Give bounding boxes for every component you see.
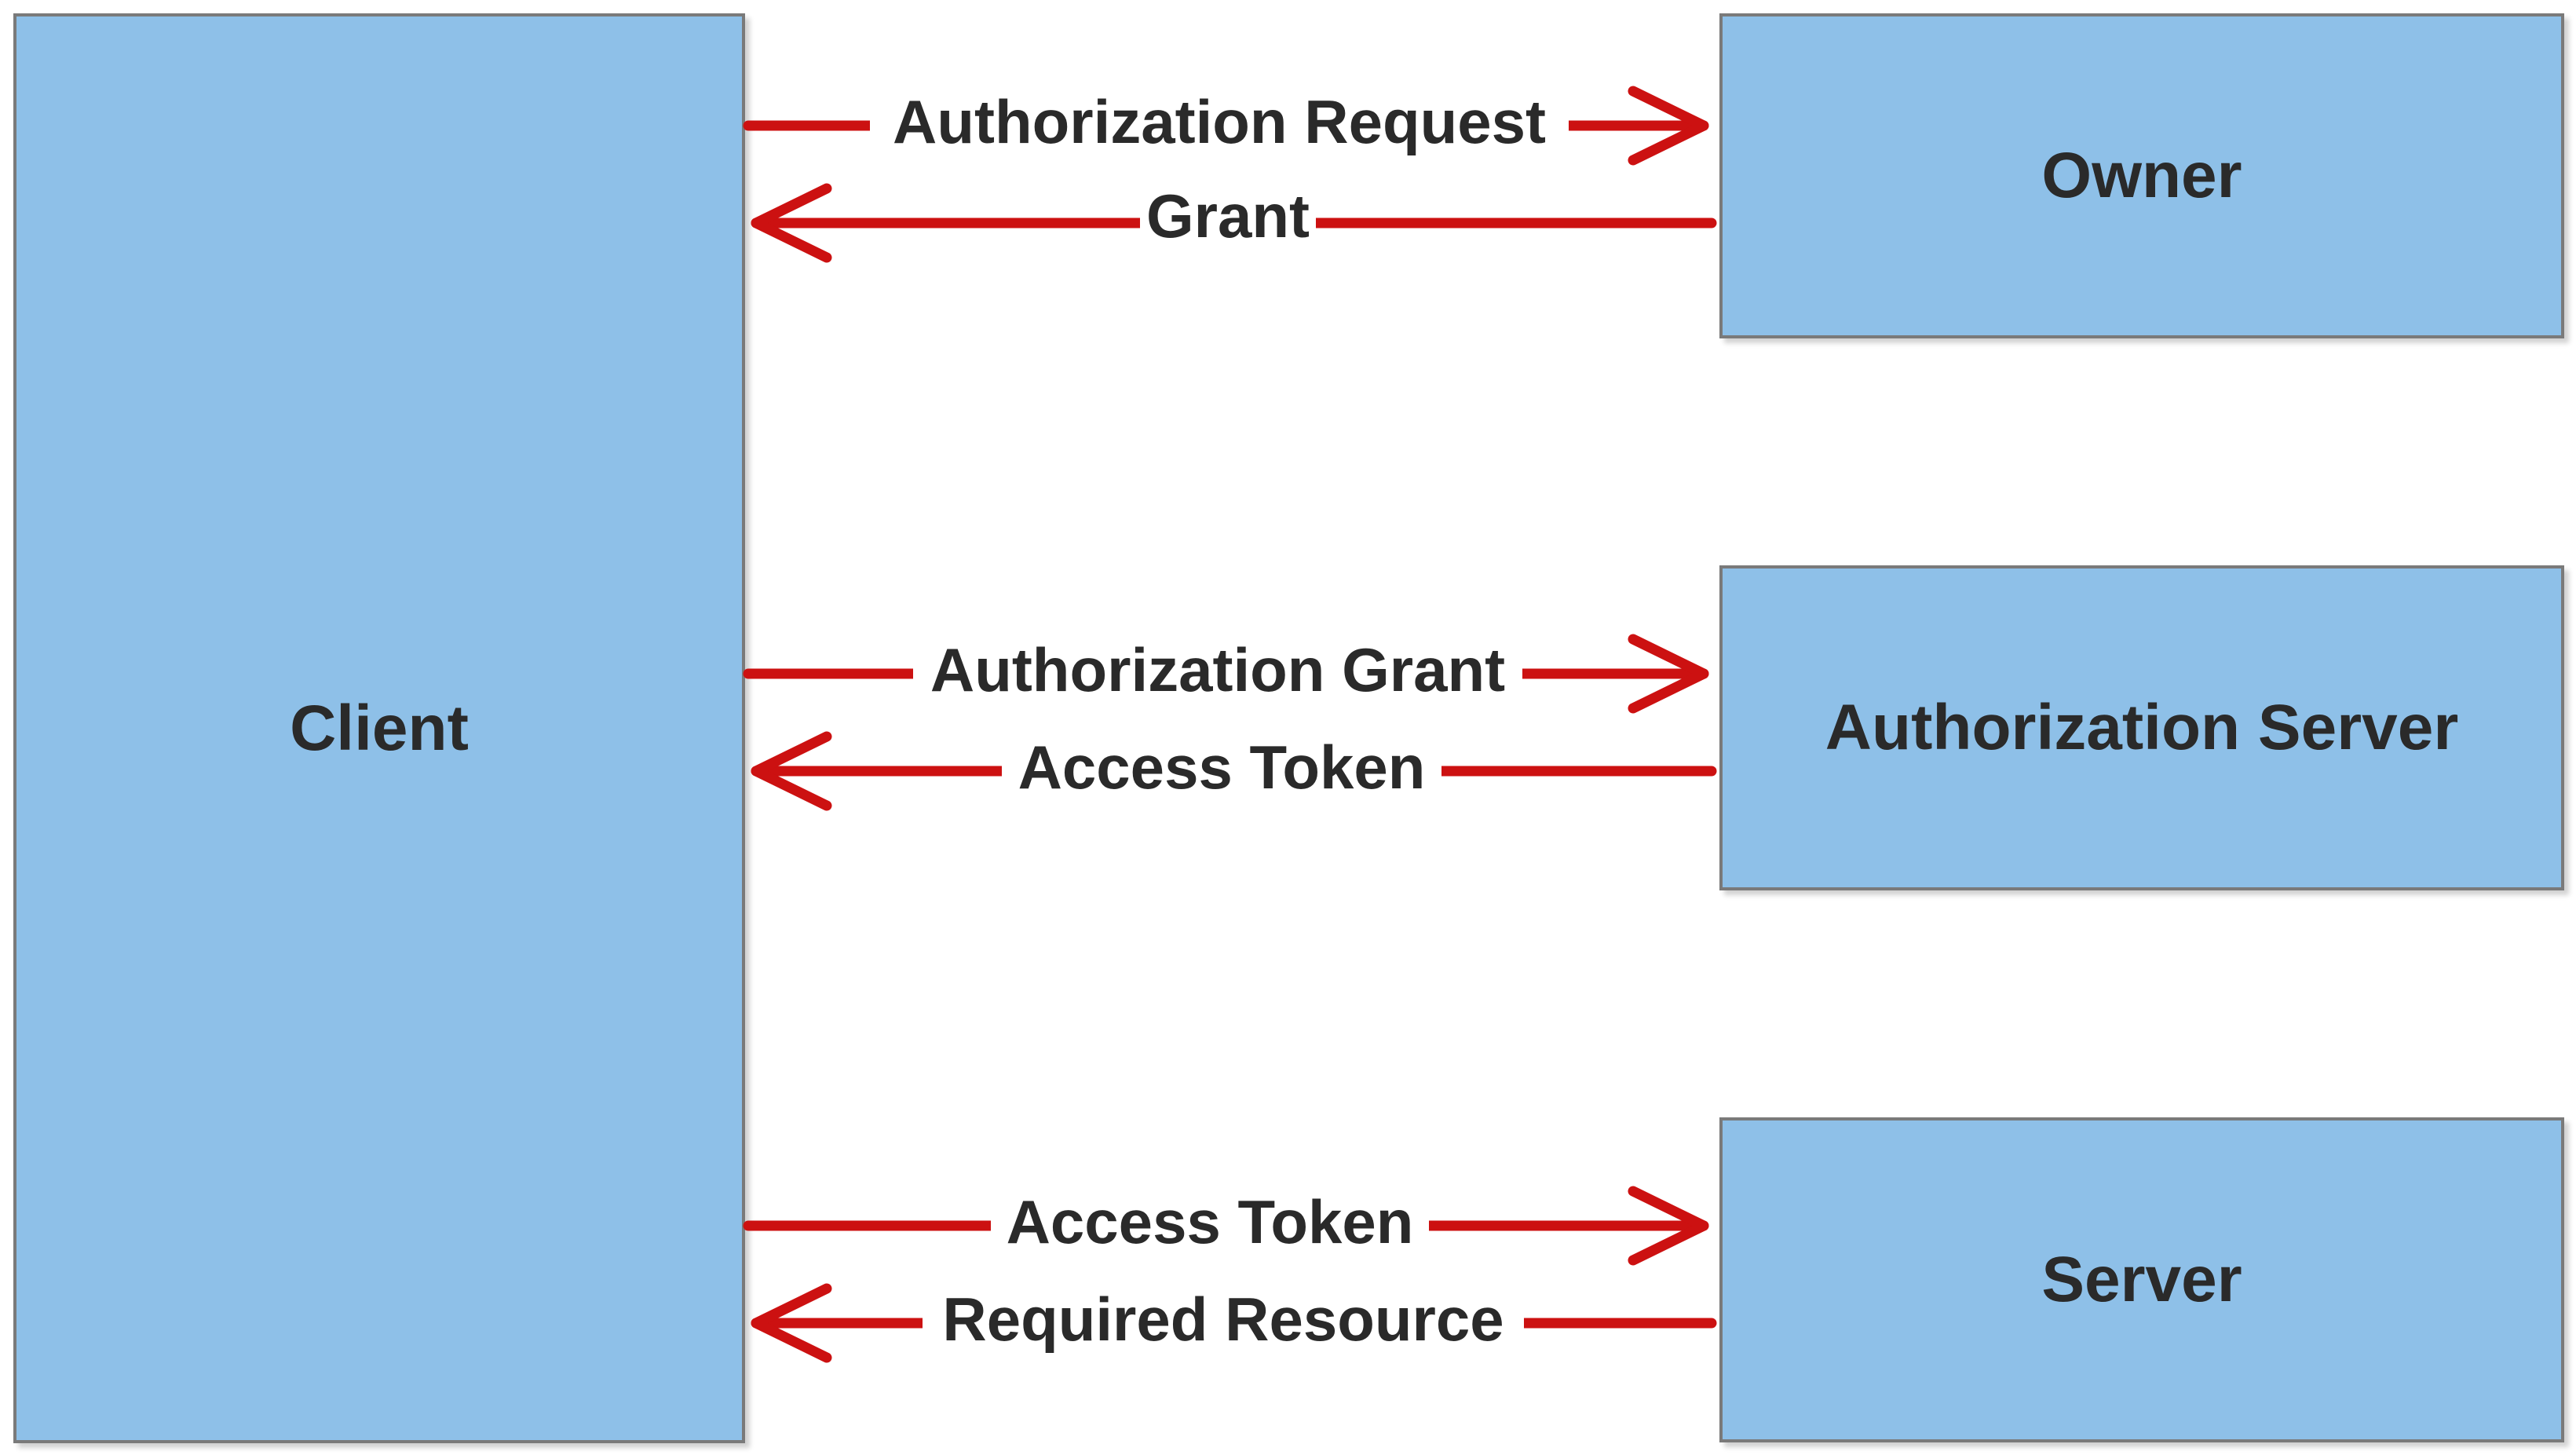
arrow-label-authorization-grant: Authorization Grant [930, 635, 1505, 704]
arrow-authorization-grant: Authorization Grant [743, 634, 1709, 714]
arrow-required-resource: Required Resource [751, 1283, 1717, 1363]
server-node: Server [1719, 1117, 2564, 1442]
arrow-label-required-resource: Required Resource [942, 1285, 1504, 1354]
authorization-server-label: Authorization Server [1825, 692, 2459, 763]
owner-node: Owner [1719, 13, 2564, 338]
arrow-access-token-request: Access Token [743, 1186, 1709, 1266]
arrow-label-authorization-request: Authorization Request [893, 87, 1546, 156]
authorization-server-node: Authorization Server [1719, 565, 2564, 890]
client-label: Client [290, 692, 469, 764]
arrow-grant: Grant [751, 181, 1717, 263]
arrow-access-token-return: Access Token [751, 731, 1717, 811]
arrow-label-access-token-return: Access Token [1018, 733, 1426, 802]
client-node: Client [13, 13, 745, 1443]
arrow-label-access-token-request: Access Token [1007, 1187, 1414, 1256]
server-label: Server [2041, 1244, 2242, 1315]
arrow-label-grant: Grant [1146, 181, 1310, 250]
arrow-authorization-request: Authorization Request [743, 86, 1709, 166]
owner-label: Owner [2041, 140, 2242, 211]
